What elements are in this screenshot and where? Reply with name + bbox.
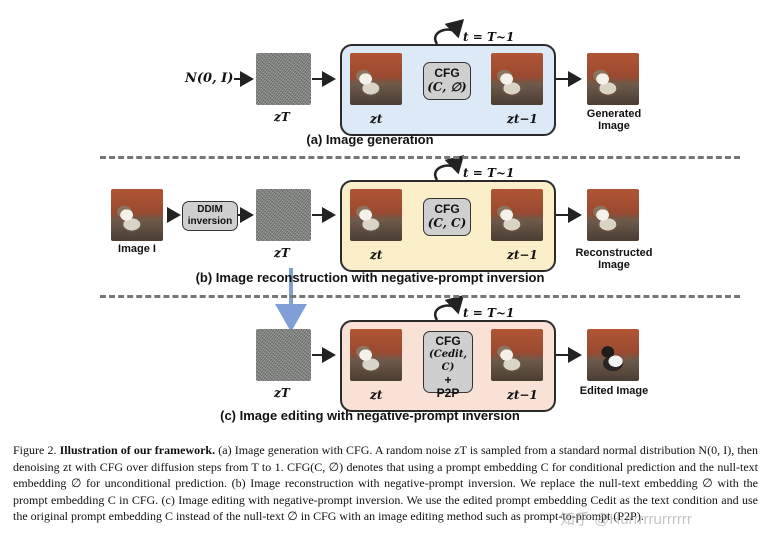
cfg-args-a: (C, ∅): [427, 80, 467, 94]
normal-distribution-label: N(0, I): [185, 71, 234, 86]
cfg-title-c: CFG: [435, 334, 461, 348]
figure-caption-title: Illustration of our framework.: [59, 443, 216, 457]
generated-image: [587, 53, 639, 105]
cfg-extra-c: P2P: [436, 386, 460, 400]
latent-image-zt-a: [350, 53, 402, 105]
zT-label-c: zT: [274, 386, 290, 400]
watermark: 知乎 @Hurrrrrurrrrrr: [560, 511, 692, 528]
zt1-label-b: zt−1: [507, 248, 538, 262]
loop-icon-b: [433, 155, 465, 181]
loop-icon-a: [433, 19, 465, 45]
cfg-args-b: (C, C): [427, 216, 467, 230]
noise-image-c: [256, 329, 311, 381]
zt1-label-c: zt−1: [507, 388, 538, 402]
ddim-inversion-label: DDIM inversion: [187, 204, 233, 227]
cfg-args-c: (Cedit, C): [429, 349, 467, 373]
cfg-title-a: CFG: [434, 66, 460, 80]
caption-c: (c) Image editing with negative-prompt i…: [220, 408, 520, 423]
input-image: [111, 189, 163, 241]
timestep-label-a: t = T~1: [463, 30, 515, 44]
zt-label-a: zt: [370, 112, 383, 126]
generated-image-label: Generated Image: [586, 108, 642, 132]
zT-label-a: zT: [274, 110, 290, 124]
zt1-label-a: zt−1: [507, 112, 538, 126]
divider-1: [100, 156, 740, 159]
divider-2: [100, 295, 740, 298]
zt-label-b: zt: [370, 248, 383, 262]
loop-icon-c: [433, 295, 465, 321]
timestep-label-c: t = T~1: [463, 306, 515, 320]
figure-caption-text: (a) Image generation with CFG. A random …: [13, 443, 758, 524]
figure-caption-label: Figure 2.: [13, 443, 57, 457]
latent-image-zt1-a: [491, 53, 543, 105]
ddim-inversion-block: DDIM inversion: [182, 201, 238, 231]
timestep-label-b: t = T~1: [463, 166, 515, 180]
cfg-plus-c: +: [444, 373, 452, 387]
figure-caption: Figure 2. Illustration of our framework.…: [13, 442, 758, 525]
latent-image-zt1-b: [491, 189, 543, 241]
cfg-block-b: CFG (C, C): [423, 198, 471, 236]
cfg-block-c: CFG (Cedit, C) + P2P: [423, 331, 473, 400]
noise-image-a: [256, 53, 311, 105]
latent-image-zt-b: [350, 189, 402, 241]
reconstructed-image: [587, 189, 639, 241]
latent-image-zt1-c: [491, 329, 543, 381]
input-image-label: Image I: [118, 243, 156, 255]
zT-label-b: zT: [274, 246, 290, 260]
caption-b: (b) Image reconstruction with negative-p…: [195, 270, 545, 285]
reconstructed-image-label: Reconstructed Image: [575, 247, 653, 271]
cfg-block-a: CFG (C, ∅): [423, 62, 471, 100]
cfg-title-b: CFG: [434, 202, 460, 216]
zt-label-c: zt: [370, 388, 383, 402]
caption-a: (a) Image generation: [306, 132, 434, 147]
edited-image-label: Edited Image: [579, 385, 649, 397]
noise-image-b: [256, 189, 311, 241]
edited-image: [587, 329, 639, 381]
latent-image-zt-c: [350, 329, 402, 381]
